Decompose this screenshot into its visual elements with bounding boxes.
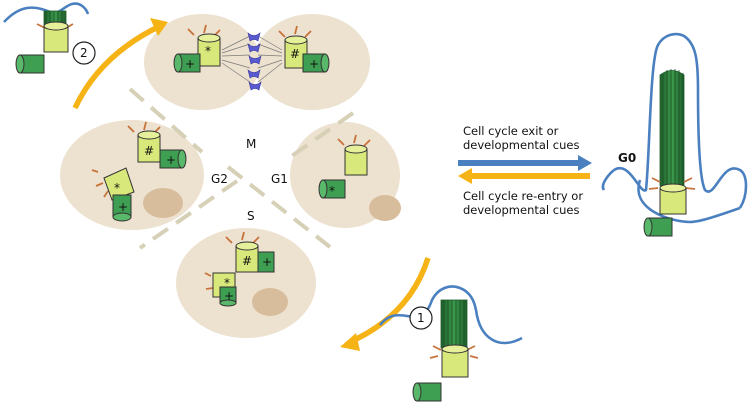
star-marker: * <box>329 184 335 198</box>
step-2-number: 2 <box>80 46 88 60</box>
hash-marker: # <box>242 254 252 268</box>
reentry-label-line2: developmental cues <box>463 203 579 217</box>
exit-label-line2: developmental cues <box>463 138 579 152</box>
curved-arrow-bottom-head <box>340 333 360 351</box>
reentry-arrow <box>458 168 590 184</box>
phase-dividers <box>128 87 355 250</box>
phase-label-g1: G1 <box>271 172 288 186</box>
plus-marker: + <box>309 57 319 71</box>
phase-label-g0: G0 <box>618 151 636 165</box>
phase-label-m: M <box>246 137 256 151</box>
plus-marker: + <box>262 255 272 269</box>
star-marker: * <box>205 44 211 58</box>
star-marker: * <box>114 181 120 195</box>
hash-marker: # <box>144 144 154 158</box>
hash-marker: # <box>290 47 300 61</box>
plus-marker: + <box>185 57 195 71</box>
step-1-badge <box>409 306 433 330</box>
nucleus-g2 <box>143 188 183 218</box>
plus-marker: + <box>118 200 128 214</box>
chromosomes <box>247 32 262 91</box>
curved-arrow-top-head <box>150 18 168 36</box>
star-marker: * <box>224 276 230 290</box>
phase-label-s: S <box>247 209 255 223</box>
m-phase-spindle <box>221 35 283 83</box>
nucleus-g1 <box>369 195 401 221</box>
phase-label-g2: G2 <box>211 172 228 186</box>
centrosome-g2-bottom: * + <box>91 167 135 222</box>
plus-marker: + <box>224 289 234 303</box>
nucleus-s <box>252 288 288 316</box>
step-1-number: 1 <box>417 311 425 325</box>
step-2-cilium-disassembly: 2 <box>3 2 96 74</box>
centrosome-m-left: * + <box>173 24 221 73</box>
exit-arrow <box>458 155 592 171</box>
centrosome-m-right: # + <box>278 25 330 73</box>
reentry-label-line1: Cell cycle re-entry or <box>463 189 583 203</box>
curved-arrow-top <box>72 23 162 110</box>
curved-arrow-bottom <box>348 257 431 345</box>
g0-primary-cilium <box>601 32 748 237</box>
step-2-badge <box>72 41 96 65</box>
centrosome-g2-top: # + <box>127 121 187 169</box>
plus-marker: + <box>166 153 176 167</box>
centrosome-s: # + * + <box>204 231 275 307</box>
cell-s-phase <box>176 228 316 338</box>
cell-g2-phase <box>60 120 204 230</box>
centrosome-g1: * <box>318 134 371 199</box>
step-1-cilium-assembly: 1 <box>378 285 523 402</box>
exit-label-line1: Cell cycle exit or <box>463 124 559 138</box>
